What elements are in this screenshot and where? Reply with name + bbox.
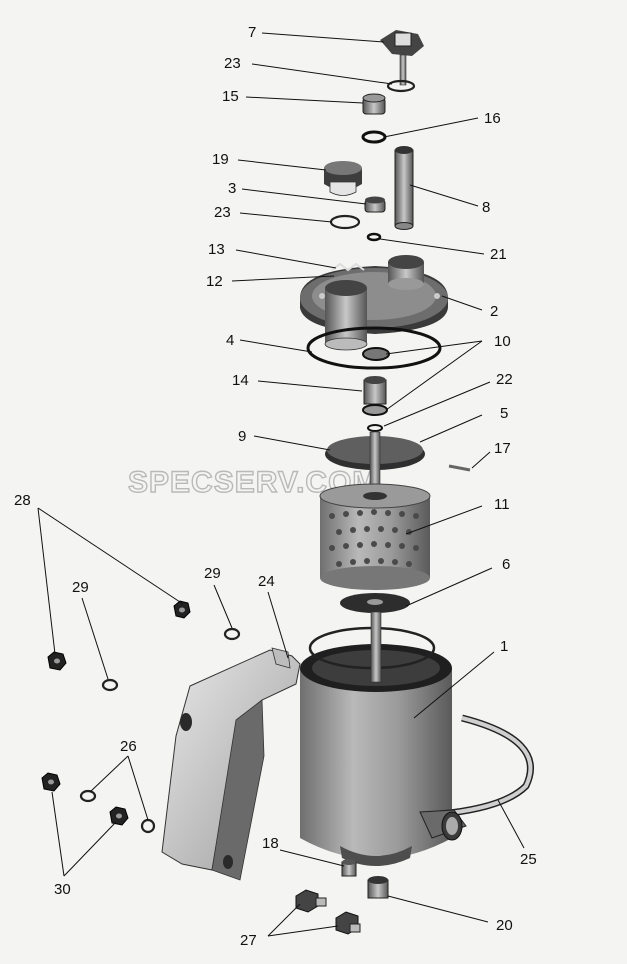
label-27: 27 [240,932,257,949]
label-4: 4 [226,332,234,349]
label-15: 15 [222,88,239,105]
part-17-pin [448,464,471,472]
part-26-washer-left [79,789,97,803]
label-18: 18 [262,835,279,852]
part-19-cap [324,161,362,196]
part-10-washer-upper [362,347,390,361]
part-26-washer-right [140,818,156,834]
label-10: 10 [494,333,511,350]
label-29-right: 29 [204,565,221,582]
part-28-nut-upper [173,600,191,619]
label-24: 24 [258,573,275,590]
label-29-left: 29 [72,579,89,596]
part-27-bolt-upper [295,889,327,913]
label-3: 3 [228,180,236,197]
part-16-washer [361,130,387,144]
label-8: 8 [482,199,490,216]
label-19: 19 [212,151,229,168]
part-22-ring [367,424,383,432]
part-30-nut-left [41,772,61,792]
part-9-disc [325,431,425,503]
part-14-spring [362,376,388,416]
label-11: 11 [494,496,510,513]
label-7: 7 [248,24,256,41]
label-20: 20 [496,917,513,934]
leader-lines [37,32,525,937]
part-11-filter-element [319,483,431,590]
label-1: 1 [500,638,508,655]
label-2: 2 [490,303,498,320]
part-4-large-oring [306,326,442,370]
label-23-upper: 23 [224,55,241,72]
label-23-lower: 23 [214,204,231,221]
part-21-washer [366,232,382,242]
part-20-bush [367,876,389,899]
part-29-washer-left [101,678,119,692]
label-9: 9 [238,428,246,445]
part-18-plug [341,859,357,877]
label-12: 12 [206,273,223,290]
part-8-filter-tube [394,146,414,230]
label-28: 28 [14,492,31,509]
part-28-nut-lower [47,651,67,671]
part-29-washer-right [223,627,241,641]
part-7-valve-cap [380,30,424,86]
label-6: 6 [502,556,510,573]
part-23-oring-lower [329,214,361,230]
label-26: 26 [120,738,137,755]
label-30: 30 [54,881,71,898]
label-21: 21 [490,246,507,263]
label-17: 17 [494,440,511,457]
part-3-nut [364,196,386,213]
label-5: 5 [500,405,508,422]
part-15-nut [362,93,386,115]
part-24-bracket [161,647,301,881]
part-labels: 7 23 15 16 19 3 8 23 21 13 12 2 4 10 14 … [14,24,537,949]
label-25: 25 [520,851,537,868]
label-22: 22 [496,371,513,388]
part-2-filter-cover [300,255,448,351]
part-6-gasket [340,593,410,613]
part-23-oring-upper [386,79,416,93]
label-13: 13 [208,241,225,258]
part-30-nut-right [109,806,129,826]
label-14: 14 [232,372,249,389]
part-25-pipe [419,714,534,841]
label-16: 16 [484,110,501,127]
part-1-filter-housing [300,611,452,866]
part-27-bolt-lower [335,911,361,935]
